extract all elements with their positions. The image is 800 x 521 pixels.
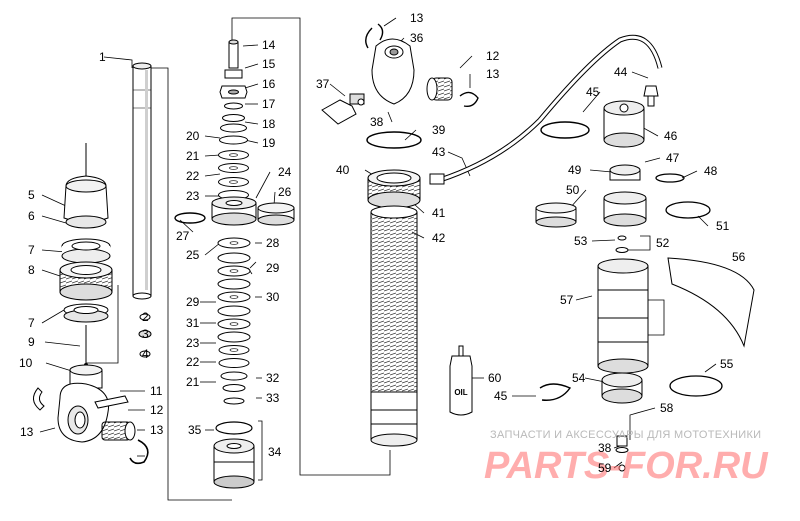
callout-label: 13 [20,425,34,439]
callout-label: 45 [494,389,508,403]
callout-label: 8 [28,263,35,277]
watermark: ЗАПЧАСТИ И АКСЕССУАРЫ ДЛЯ МОТОТЕХНИКИ PA… [484,429,769,487]
callout-label: 38 [370,115,384,129]
reservoir-body [367,169,421,447]
callout-label: 46 [664,129,678,143]
callout-label: 11 [150,384,163,398]
callout-label: 13 [486,67,500,81]
callout-label: 13 [150,423,164,437]
callout-label: 3 [142,327,149,341]
callout-label: 57 [560,293,574,307]
callout-label: 55 [720,357,734,371]
callout-label: 21 [186,375,200,389]
callout-label: 22 [186,355,200,369]
callout-label: 33 [266,391,280,405]
callout-label: 48 [704,164,718,178]
callout-label: 6 [28,209,35,223]
callout-label: 34 [268,445,282,459]
callout-label: 54 [572,371,586,385]
callout-label: 59 [598,461,612,475]
callout-label: 38 [598,441,612,455]
bumper-assembly [59,143,113,367]
small-shaft-parts [138,313,152,358]
callout-label: 7 [28,316,35,330]
callout-label: 10 [19,356,33,370]
eyelet-hardware [33,387,149,465]
callout-label: 19 [262,136,276,150]
callout-label: 20 [186,129,200,143]
callout-label: 4 [142,347,149,361]
callout-label: 27 [176,229,190,243]
valve-stack [174,39,295,489]
callout-label: 47 [666,151,680,165]
callout-label: 23 [186,336,200,350]
callout-label: 30 [266,290,280,304]
callout-label: 28 [266,236,280,250]
reservoir-hose-43 [429,34,663,185]
reservoir-cap-assembly [535,85,755,472]
callout-label: 60 [488,371,502,385]
callout-label: 39 [432,123,446,137]
callout-label: 52 [656,236,670,250]
shock-shaft [132,62,152,300]
callout-label: 22 [186,169,200,183]
callout-label: 51 [716,219,730,233]
callout-label: 40 [336,163,350,177]
callout-label: 17 [262,97,276,111]
callout-label: 37 [316,77,330,91]
oil-label: OIL [454,388,467,397]
callout-label: 18 [262,117,276,131]
watermark-brand: PARTS-FOR.RU [484,445,769,487]
callout-label: 29 [186,295,200,309]
reservoir-head [321,23,479,149]
callout-label: 32 [266,371,280,385]
callout-label: 42 [432,231,446,245]
lower-eyelet-10 [57,364,110,443]
callout-label: 26 [278,185,292,199]
callout-label: 21 [186,149,200,163]
callout-label: 56 [732,250,746,264]
callout-label: 15 [262,57,276,71]
callout-label: 7 [28,243,35,257]
callout-label: 16 [262,77,276,91]
callout-numbers: 1 2 3 4 5 6 7 8 7 9 10 11 12 13 13 14 15… [19,11,746,475]
callout-label: 2 [142,310,149,324]
callout-label: 24 [278,165,292,179]
callout-label: 36 [410,31,424,45]
callout-label: 31 [186,316,200,330]
callout-label: 53 [574,234,588,248]
callout-label: 43 [432,145,446,159]
callout-label: 12 [486,49,500,63]
callout-label: 29 [266,261,280,275]
callout-label: 1 [99,50,106,64]
callout-label: 41 [432,206,446,220]
callout-label: 5 [28,188,35,202]
callout-label: 14 [262,38,276,52]
callout-label: 44 [614,65,628,79]
callout-label: 45 [586,85,600,99]
callout-label: 13 [410,11,424,25]
callout-label: 35 [188,423,202,437]
callout-label: 58 [660,401,674,415]
callout-label: 50 [566,183,580,197]
callout-label: 25 [186,248,200,262]
callout-label: 9 [28,335,35,349]
callout-label: 12 [150,403,164,417]
watermark-caption: ЗАПЧАСТИ И АКСЕССУАРЫ ДЛЯ МОТОТЕХНИКИ [490,429,761,441]
callout-label: 49 [568,163,582,177]
oil-bottle-60: OIL [449,345,473,416]
callout-label: 23 [186,189,200,203]
